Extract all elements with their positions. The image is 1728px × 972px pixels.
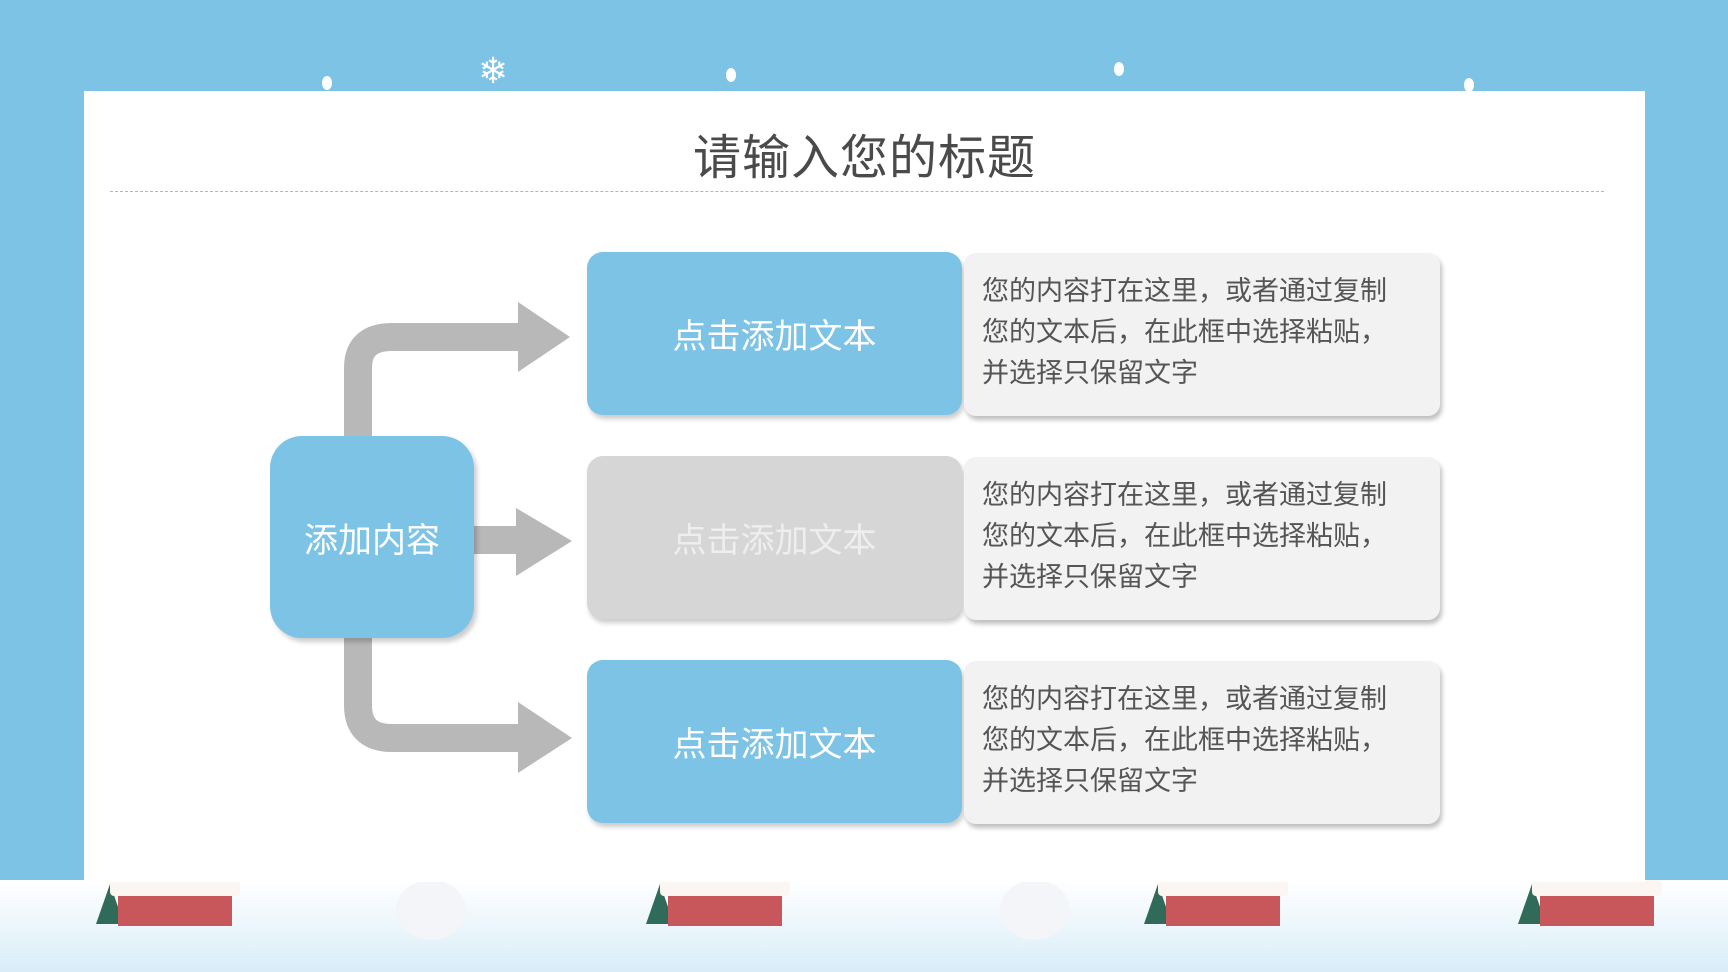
item-description-box[interactable]: 您的内容打在这里，或者通过复制 您的文本后，在此框中选择粘贴， 并选择只保留文字: [964, 457, 1440, 620]
snowflake-dot: [1464, 78, 1474, 92]
house-illustration: [1518, 880, 1672, 930]
item-description-box[interactable]: 您的内容打在这里，或者通过复制 您的文本后，在此框中选择粘贴， 并选择只保留文字: [964, 253, 1440, 416]
hub-label: 添加内容: [304, 520, 440, 561]
item-description-box[interactable]: 您的内容打在这里，或者通过复制 您的文本后，在此框中选择粘贴， 并选择只保留文字: [964, 661, 1440, 824]
house-illustration: [96, 880, 250, 930]
snow-ground: [0, 880, 1728, 972]
snowflake-icon: ❄: [478, 51, 509, 92]
item-label: 点击添加文本: [672, 725, 877, 765]
item-label-box[interactable]: 点击添加文本: [587, 456, 962, 619]
snowflake-dot: [322, 76, 332, 90]
arrow-to-item-2: [472, 526, 520, 554]
arrowhead-2: [516, 508, 572, 576]
description-line: 您的内容打在这里，或者通过复制: [982, 276, 1387, 307]
title-divider: [110, 191, 1604, 192]
arrowhead-3: [518, 702, 572, 773]
item-label-box[interactable]: 点击添加文本: [587, 252, 962, 415]
snowman-illustration: [1000, 880, 1070, 940]
hub-box[interactable]: 添加内容: [270, 436, 474, 638]
item-label: 点击添加文本: [672, 521, 877, 561]
snowflake-dot: [1114, 62, 1124, 76]
description-line: 并选择只保留文字: [982, 562, 1198, 593]
description-line: 并选择只保留文字: [982, 358, 1198, 389]
house-illustration: [1144, 880, 1298, 930]
arrowhead-1: [518, 302, 570, 372]
snowman-illustration: [396, 880, 466, 940]
description-line: 并选择只保留文字: [982, 766, 1198, 797]
snowflake-dot: [726, 68, 736, 82]
description-line: 您的文本后，在此框中选择粘贴，: [982, 317, 1387, 348]
description-line: 您的内容打在这里，或者通过复制: [982, 480, 1387, 511]
description-line: 您的内容打在这里，或者通过复制: [982, 684, 1387, 715]
description-line: 您的文本后，在此框中选择粘贴，: [982, 521, 1387, 552]
description-line: 您的文本后，在此框中选择粘贴，: [982, 725, 1387, 756]
item-label-box[interactable]: 点击添加文本: [587, 660, 962, 823]
arrow-to-item-1: [344, 323, 520, 436]
arrow-to-item-3: [344, 638, 520, 752]
slide-title[interactable]: 请输入您的标题: [692, 130, 1036, 186]
item-label: 点击添加文本: [672, 317, 877, 357]
house-illustration: [646, 880, 800, 930]
